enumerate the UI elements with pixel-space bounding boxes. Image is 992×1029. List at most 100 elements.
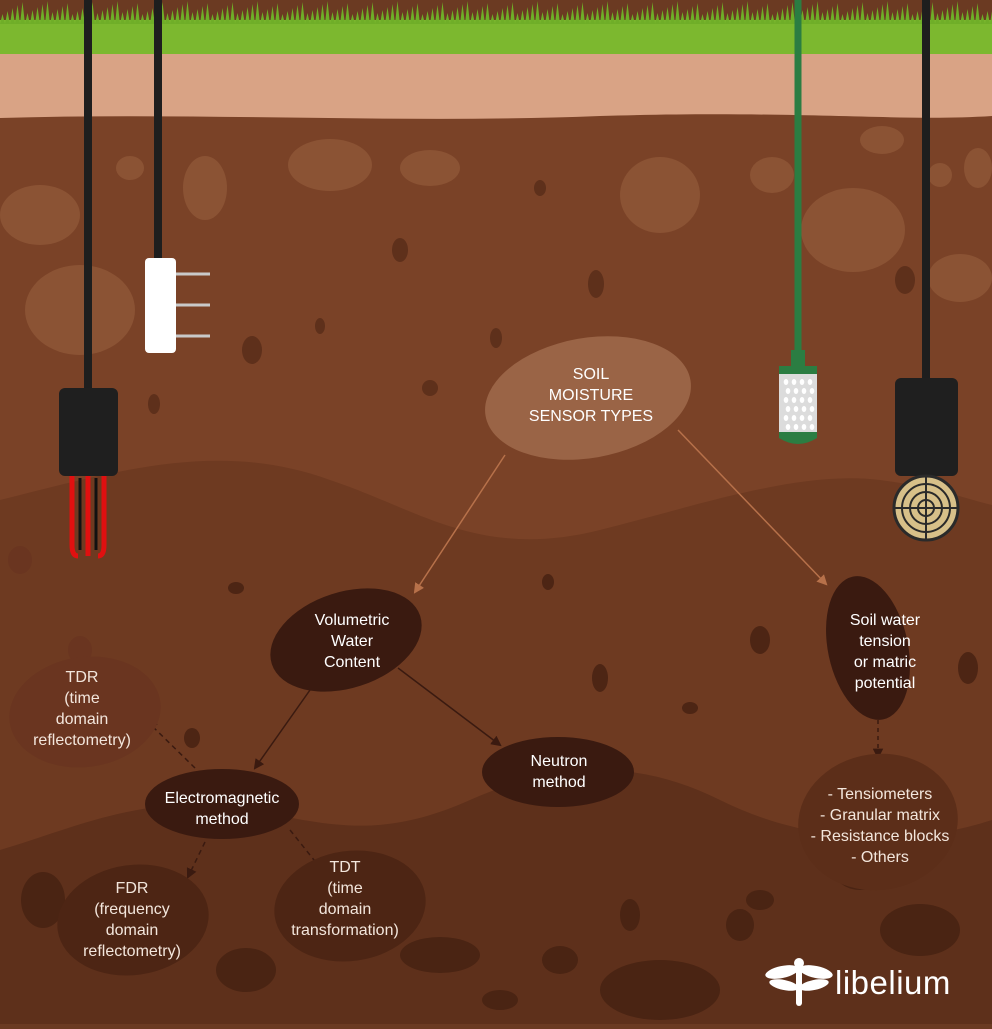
- soil-stone: [750, 626, 770, 654]
- soil-stone: [490, 328, 502, 348]
- vwc-node-shape: [270, 588, 422, 692]
- soil-stone: [746, 890, 774, 910]
- vwc-line-2: Water: [330, 633, 374, 650]
- soil-stone: [534, 180, 546, 196]
- fdr-line-2: (frequency: [94, 901, 170, 918]
- tdt-node-label: TDT (time domain transformation): [270, 857, 420, 941]
- swt-node-label: Soil water tension or matric potential: [823, 610, 947, 694]
- soil-stone: [542, 574, 554, 590]
- watermark-probe-icon: [892, 0, 960, 542]
- tension-type-4: - Others: [851, 849, 909, 866]
- soil-stone: [620, 157, 700, 233]
- arrow-vwc-to-neutron: [397, 667, 502, 747]
- soil-stone: [116, 156, 144, 180]
- soil-stone: [392, 238, 408, 262]
- tension-types-label: - Tensiometers - Granular matrix - Resis…: [790, 784, 970, 868]
- soil-stone: [880, 904, 960, 956]
- root-line-3: SENSOR TYPES: [528, 408, 654, 425]
- soil-stone: [928, 163, 952, 187]
- vwc-line-1: Volumetric: [314, 612, 390, 629]
- neutron-line-2: method: [532, 774, 586, 791]
- soil-stone: [600, 960, 720, 1020]
- grass-blades: [0, 1, 992, 24]
- soil-stone: [242, 336, 262, 364]
- tdr-probe-icon: [59, 0, 118, 559]
- soil-stone: [148, 394, 160, 414]
- soil-stone: [592, 664, 608, 692]
- soil-stone: [184, 728, 200, 748]
- tdr-line-4: reflectometry): [33, 732, 131, 749]
- soil-stone: [726, 909, 754, 941]
- fdr-node-label: FDR (frequency domain reflectometry): [62, 878, 202, 962]
- soil-stone: [0, 185, 80, 245]
- soil-stone: [25, 265, 135, 355]
- swt-line-3: or matric: [853, 654, 917, 671]
- capacitive-probe-icon: [145, 0, 210, 353]
- vwc-line-3: Content: [323, 654, 381, 671]
- root-line-2: MOISTURE: [548, 387, 634, 404]
- fdr-line-1: FDR: [115, 880, 149, 897]
- swt-line-1: Soil water: [849, 612, 921, 629]
- soil-stone: [482, 990, 518, 1010]
- root-node-label: SOIL MOISTURE SENSOR TYPES: [524, 364, 658, 427]
- soil-stone: [8, 546, 32, 574]
- tdt-line-4: transformation): [291, 922, 399, 939]
- tension-type-2: - Granular matrix: [819, 807, 941, 824]
- soil-stone: [682, 702, 698, 714]
- soil-stone: [958, 652, 978, 684]
- arrow-root-to-vwc: [413, 454, 506, 594]
- topsoil-edge: [0, 114, 992, 130]
- tdr-node-shape: [9, 656, 161, 768]
- neutron-node-shape: [482, 737, 634, 807]
- em-node-shape: [145, 769, 299, 839]
- arrow-em-to-tdr: [146, 720, 196, 769]
- soil-stone: [928, 254, 992, 302]
- vwc-node-label: Volumetric Water Content: [292, 610, 412, 673]
- tdr-node-label: TDR (time domain reflectometry): [12, 667, 152, 751]
- soil-stone: [964, 148, 992, 188]
- soil-stone: [228, 582, 244, 594]
- dragonfly-logo-icon: [765, 958, 833, 1006]
- tdr-line-2: (time: [64, 690, 100, 707]
- tdt-line-2: (time: [327, 880, 363, 897]
- soil-stone: [216, 948, 276, 992]
- swt-line-2: tension: [859, 633, 911, 650]
- swt-line-4: potential: [854, 675, 916, 692]
- tdt-line-3: domain: [318, 901, 372, 918]
- tension-type-1: - Tensiometers: [827, 786, 933, 803]
- swt-node-shape: [826, 576, 910, 720]
- soil-stone: [400, 150, 460, 186]
- arrow-vwc-to-em: [253, 689, 311, 770]
- fdr-line-3: domain: [105, 922, 159, 939]
- soil-stone: [895, 266, 915, 294]
- fdr-node-shape: [57, 864, 209, 976]
- soil-stone: [860, 126, 904, 154]
- soil-stone: [400, 937, 480, 973]
- neutron-node-label: Neutron method: [500, 751, 618, 793]
- em-node-label: Electromagnetic method: [146, 788, 298, 830]
- tension-type-3: - Resistance blocks: [810, 828, 950, 845]
- root-line-1: SOIL: [572, 366, 610, 383]
- arrow-root-to-swt: [677, 429, 828, 586]
- em-line-1: Electromagnetic: [164, 790, 280, 807]
- neutron-line-1: Neutron: [530, 753, 588, 770]
- soil-stone: [288, 139, 372, 191]
- fdr-line-4: reflectometry): [83, 943, 181, 960]
- soil-stone: [21, 872, 65, 928]
- em-line-2: method: [195, 811, 249, 828]
- tdr-line-1: TDR: [65, 669, 99, 686]
- grass-band: [0, 20, 992, 54]
- tensiometer-probe-icon: [779, 0, 817, 444]
- soil-stone: [750, 157, 794, 193]
- soil-stones: [0, 126, 992, 1020]
- brand-logo-text: libelium: [835, 964, 951, 1001]
- soil-stone: [801, 188, 905, 272]
- soil-stone: [422, 380, 438, 396]
- tdt-node-shape: [274, 850, 426, 962]
- topsoil-band: [0, 50, 992, 122]
- root-node-shape: [485, 336, 691, 460]
- soil-stone: [315, 318, 325, 334]
- soil-stone: [588, 270, 604, 298]
